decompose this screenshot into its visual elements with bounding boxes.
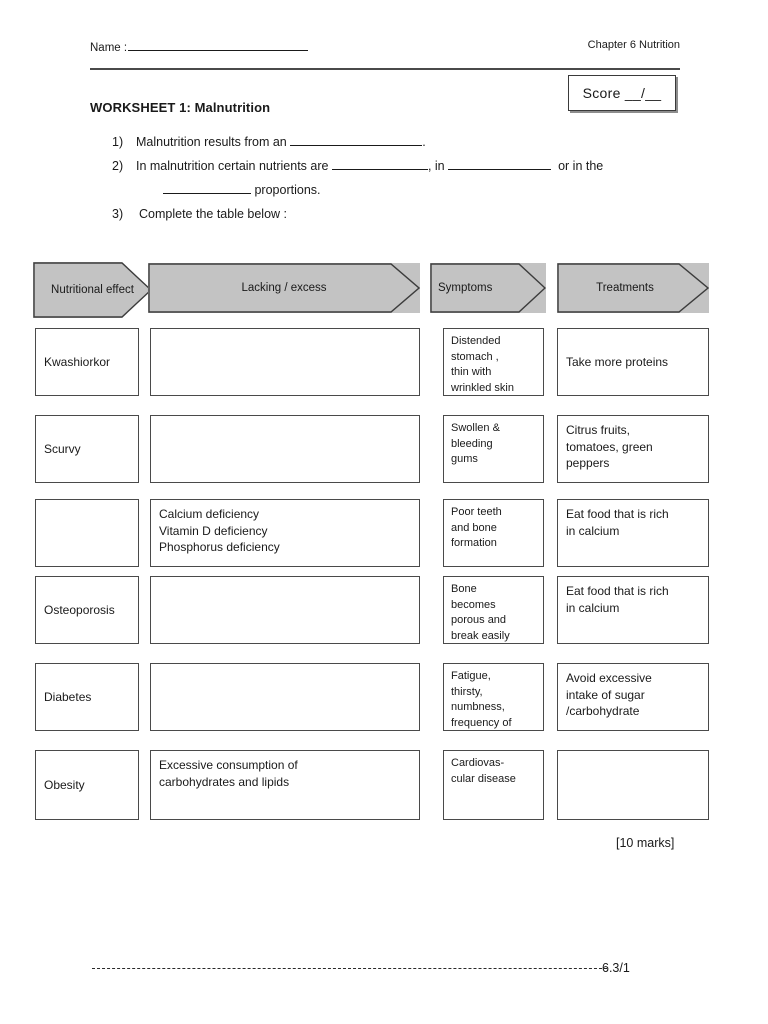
table-row[interactable]: Osteoporosis — [35, 576, 139, 644]
question-1-number: 1) — [112, 135, 124, 149]
table-header-symptoms-label: Symptoms — [438, 282, 493, 294]
question-2-continued: proportions. — [112, 178, 712, 202]
question-1-blank[interactable] — [290, 134, 423, 146]
cell-symptoms[interactable]: Distended stomach , thin with wrinkled s… — [443, 328, 544, 396]
question-1: 1) Malnutrition results from an . — [112, 130, 712, 154]
footer-divider — [92, 968, 607, 969]
cell-lacking[interactable] — [150, 415, 420, 483]
cell-effect: Obesity — [44, 777, 85, 792]
question-3: 3) Complete the table below : — [112, 202, 712, 226]
cell-lacking[interactable] — [150, 663, 420, 731]
table-row[interactable]: Scurvy — [35, 415, 139, 483]
worksheet-title: WORKSHEET 1: Malnutrition — [90, 100, 271, 115]
cell-lacking[interactable] — [150, 576, 420, 644]
table-header-treatments: Treatments — [557, 263, 709, 313]
question-3-text: Complete the table below : — [139, 207, 288, 221]
header-divider — [90, 68, 680, 70]
table-row[interactable]: Kwashiorkor — [35, 328, 139, 396]
name-row: Name : Chapter 6 Nutrition — [90, 38, 680, 58]
score-box[interactable]: Score __/__ — [568, 75, 676, 111]
cell-symptoms[interactable]: Fatigue, thirsty, numbness, frequency of — [443, 663, 544, 731]
cell-treatments[interactable] — [557, 750, 709, 820]
cell-symptoms[interactable]: Swollen & bleeding gums — [443, 415, 544, 483]
cell-treatments[interactable]: Avoid excessive intake of sugar /carbohy… — [557, 663, 709, 731]
cell-treatments[interactable]: Eat food that is rich in calcium — [557, 499, 709, 567]
question-2: 2)In malnutrition certain nutrients are … — [112, 154, 712, 178]
cell-effect: Kwashiorkor — [44, 354, 111, 369]
question-2-number: 2) — [112, 159, 124, 173]
cell-symptoms[interactable]: Poor teeth and bone formation — [443, 499, 544, 567]
table-row[interactable]: Diabetes — [35, 663, 139, 731]
cell-symptoms[interactable]: Bone becomes porous and break easily — [443, 576, 544, 644]
table-row[interactable] — [35, 499, 139, 567]
table-header-lacking-excess: Lacking / excess — [148, 263, 420, 313]
name-blank-line[interactable] — [128, 38, 309, 51]
cell-treatments[interactable]: Citrus fruits, tomatoes, green peppers — [557, 415, 709, 483]
score-label: Score __/__ — [582, 85, 662, 101]
name-label: Name : — [90, 42, 128, 54]
cell-symptoms[interactable]: Cardiovas- cular disease — [443, 750, 544, 820]
cell-lacking[interactable] — [150, 328, 420, 396]
cell-lacking[interactable]: Excessive consumption of carbohydrates a… — [150, 750, 420, 820]
question-2-text-c: or in the — [558, 159, 604, 173]
question-1-text-after: . — [422, 135, 426, 149]
question-2-blank-1[interactable] — [331, 158, 428, 170]
question-2-text-d: proportions. — [254, 183, 321, 197]
marks-label: [10 marks] — [616, 836, 675, 850]
question-1-text-before: Malnutrition results from an — [136, 135, 287, 149]
cell-lacking[interactable]: Calcium deficiency Vitamin D deficiency … — [150, 499, 420, 567]
cell-effect — [36, 500, 138, 566]
table-header-treatments-label: Treatments — [596, 282, 654, 294]
chapter-label: Chapter 6 Nutrition — [587, 39, 680, 51]
table-header-symptoms: Symptoms — [430, 263, 546, 313]
question-2-text-a: In malnutrition certain nutrients are — [136, 159, 329, 173]
question-2-blank-3[interactable] — [163, 182, 251, 194]
cell-treatments[interactable]: Take more proteins — [557, 328, 709, 396]
cell-effect: Scurvy — [44, 441, 81, 456]
table-row[interactable]: Obesity — [35, 750, 139, 820]
cell-effect: Diabetes — [44, 689, 92, 704]
table-header-nutritional-effect: Nutritional effect — [33, 262, 152, 318]
questions-list: 1) Malnutrition results from an . 2) In ma… — [112, 130, 712, 226]
question-3-number: 3) — [112, 207, 124, 221]
question-2-text-b: , in — [427, 159, 445, 173]
table-header-lacking-excess-label: Lacking / excess — [241, 282, 327, 294]
page-reference: 6.3/1 — [602, 961, 630, 975]
cell-treatments[interactable]: Eat food that is rich in calcium — [557, 576, 709, 644]
table-header-nutritional-effect-label: Nutritional effect — [51, 284, 134, 296]
question-2-blank-2[interactable] — [448, 158, 552, 170]
cell-effect: Osteoporosis — [44, 602, 115, 617]
